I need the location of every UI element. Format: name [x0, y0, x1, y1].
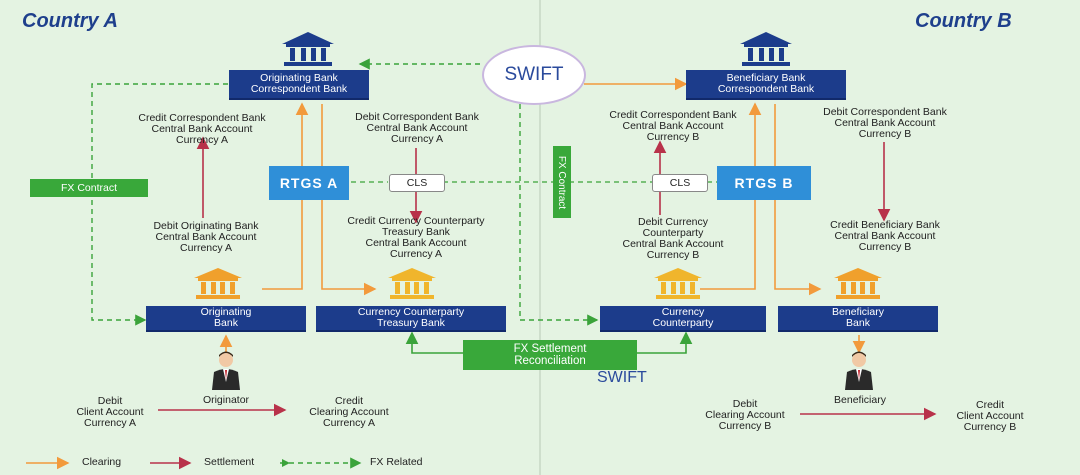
rtgs-b: RTGS B: [717, 166, 811, 200]
label-credit-client-b: Credit Client Account Currency B: [956, 399, 1024, 433]
label-debit-ccy-cp-b: Debit Currency Counterparty Central Bank…: [622, 216, 724, 261]
legend-settlement: Settlement: [204, 456, 255, 468]
originating-bank: Originating Bank: [146, 306, 306, 332]
clearing-cp-to-benef-corr: [700, 102, 762, 290]
bank-building-icon: [740, 32, 792, 66]
fx-left-loop: [91, 83, 228, 326]
legend-clearing: Clearing: [82, 456, 122, 468]
fx-swift-to-cp: [519, 104, 599, 326]
legend-fx-related: FX Related: [370, 456, 423, 468]
fx-settlement-reconciliation: FX Settlement Reconciliation: [463, 340, 637, 370]
label-debit-corr-a: Debit Correspondent Bank Central Bank Ac…: [355, 111, 479, 145]
bank-building-icon: [834, 268, 882, 299]
bank-building-icon: [388, 268, 436, 299]
label-credit-clearing-a: Credit Clearing Account Currency A: [309, 395, 389, 429]
cls-right: CLS: [652, 174, 708, 192]
currency-counterparty: Currency Counterparty: [600, 306, 766, 332]
label-credit-corr-a: Credit Correspondent Bank Central Bank A…: [138, 112, 266, 146]
country-a-title: Country A: [22, 10, 118, 32]
label-credit-corr-b: Credit Correspondent Bank Central Bank A…: [609, 109, 737, 143]
label-debit-clearing-b: Debit Clearing Account Currency B: [705, 398, 785, 432]
label-debit-client-a: Debit Client Account Currency A: [76, 395, 144, 429]
label-debit-orig-a: Debit Originating Bank Central Bank Acco…: [153, 220, 259, 254]
bank-building-icon: [194, 268, 242, 299]
label-credit-ccy-cp-a: Credit Currency Counterparty Treasury Ba…: [347, 215, 485, 260]
label-originator: Originator: [202, 394, 250, 406]
bank-building-icon: [282, 32, 334, 66]
beneficiary-correspondent-bank: Beneficiary Bank Correspondent Bank: [686, 70, 846, 100]
treasury-bank: Currency Counterparty Treasury Bank: [316, 306, 506, 332]
clearing-benef-corr-to-benef: [774, 104, 822, 296]
beneficiary-bank: Beneficiary Bank: [778, 306, 938, 332]
country-b-title: Country B: [915, 10, 1012, 32]
fx-settlement-to-cp: [636, 331, 693, 354]
bank-building-icon: [654, 268, 702, 299]
person-icon: [845, 351, 873, 390]
label-beneficiary-person: Beneficiary: [834, 394, 886, 406]
swift-network: SWIFT: [482, 45, 586, 105]
label-debit-corr-b: Debit Correspondent Bank Central Bank Ac…: [823, 106, 947, 140]
cls-left: CLS: [389, 174, 445, 192]
clearing-corr-to-treasury: [321, 104, 377, 296]
clearing-orig-to-corr: [262, 102, 309, 290]
person-icon: [212, 351, 240, 390]
fx-contract-right: FX Contract: [553, 146, 571, 218]
label-credit-benef-b: Credit Beneficiary Bank Central Bank Acc…: [830, 219, 940, 253]
rtgs-a: RTGS A: [269, 166, 349, 200]
fx-contract-left: FX Contract: [30, 179, 148, 197]
swift-label-bottom: SWIFT: [597, 369, 647, 386]
originating-correspondent-bank: Originating Bank Correspondent Bank: [229, 70, 369, 100]
fx-settlement-to-treasury: [405, 331, 463, 354]
